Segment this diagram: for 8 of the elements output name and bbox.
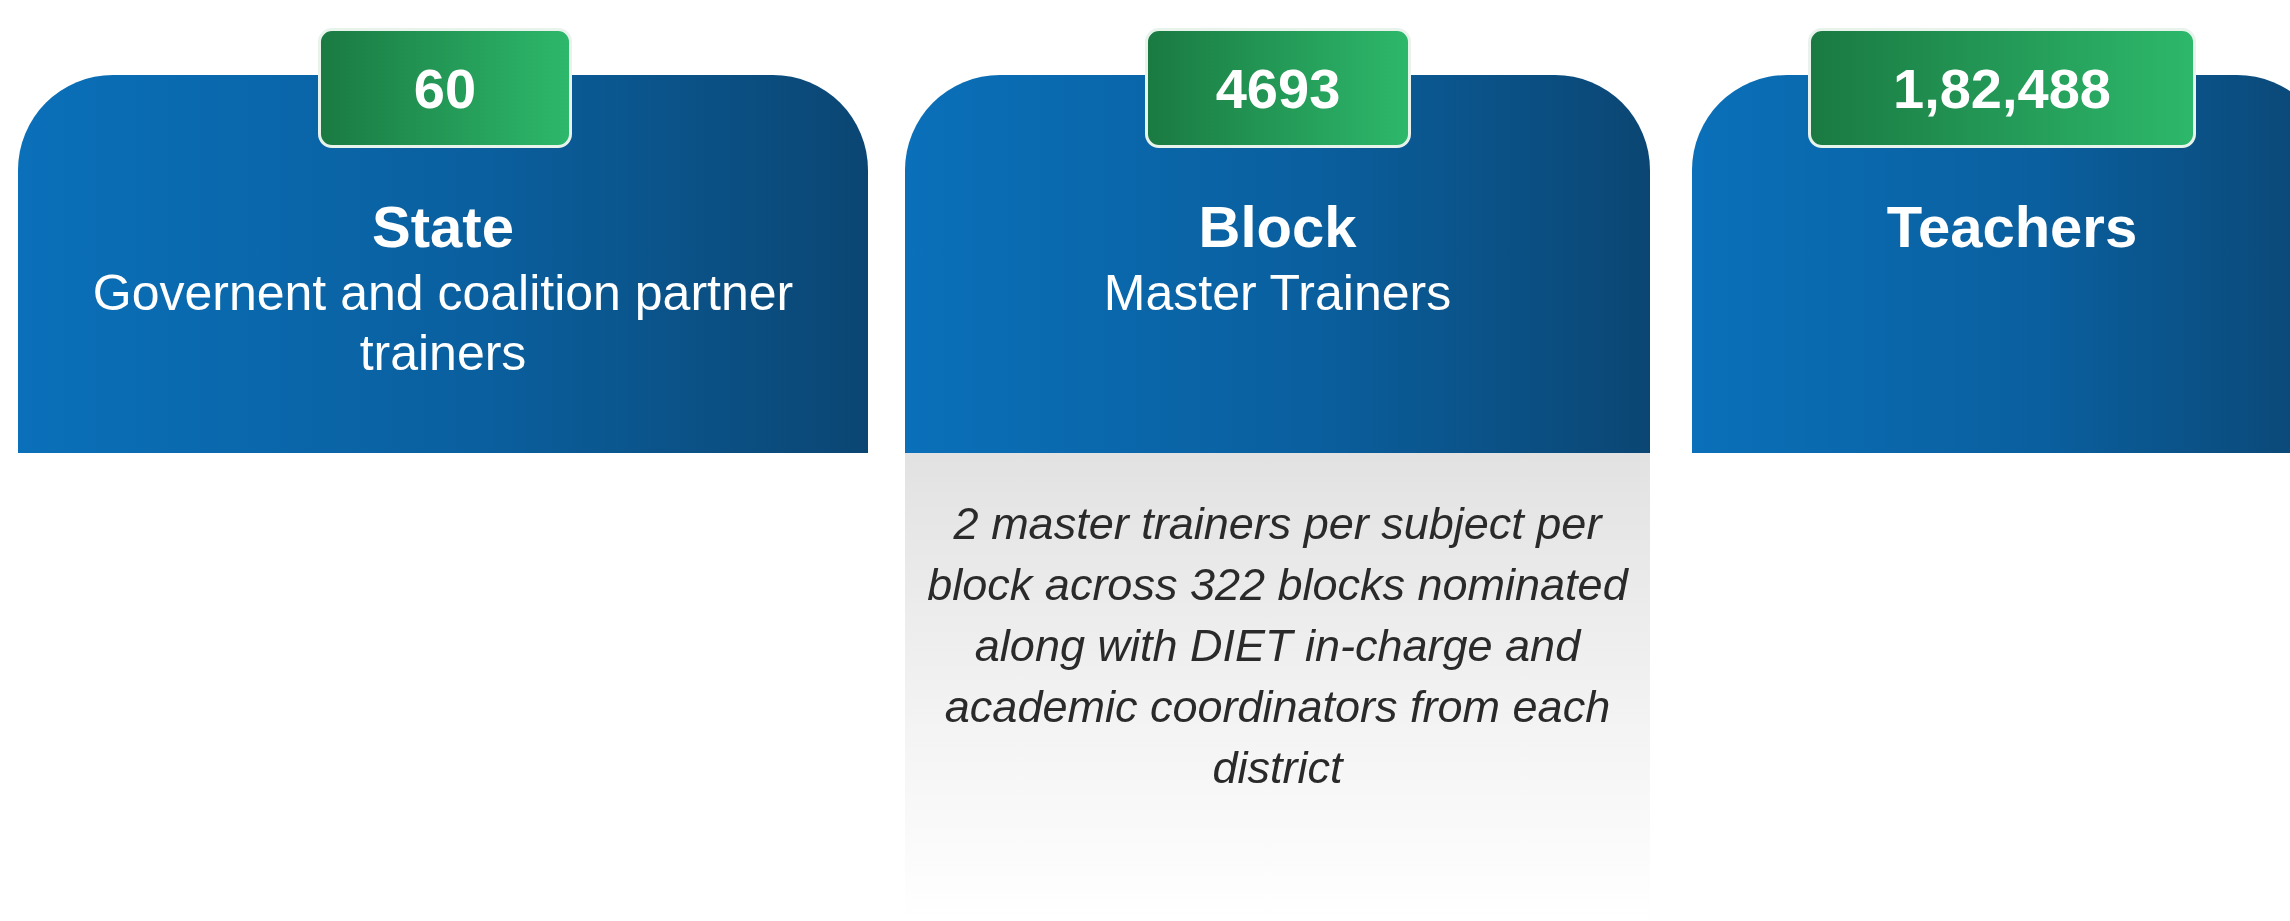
count-badge: 60 [318, 28, 572, 148]
count-badge: 1,82,488 [1808, 28, 2196, 148]
card-heading: Teachers [1885, 195, 2139, 259]
count-badge: 4693 [1145, 28, 1411, 148]
card-subtitle: Governent and coalition partner trainers [91, 264, 795, 383]
card-subtitle: Master Trainers [1102, 264, 1453, 323]
card-heading: State [371, 195, 515, 259]
card-heading: Block [1197, 195, 1358, 259]
